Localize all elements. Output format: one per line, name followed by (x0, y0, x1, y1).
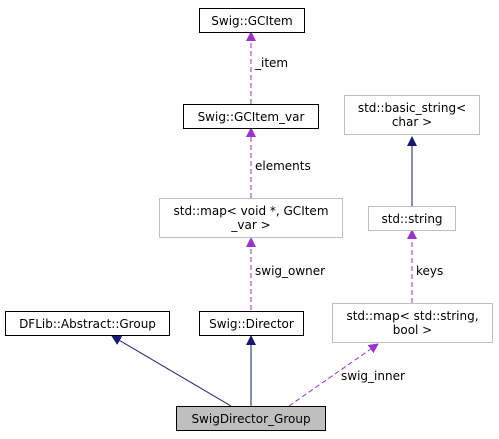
edge-label-swig-inner: swig_inner (341, 369, 405, 383)
node-std-map-void-gcitem-var-line2: _var > (231, 218, 271, 232)
edge-label-swig-owner: swig_owner (255, 264, 326, 278)
node-dflib-abstract-group[interactable]: DFLib::Abstract::Group (5, 311, 170, 336)
node-std-map-void-gcitem-var-line1: std::map< void *, GCItem (173, 204, 329, 218)
node-swig-gcitem-label: Swig::GCItem (211, 13, 293, 28)
node-swigdirector-group-label: SwigDirector_Group (191, 411, 311, 426)
node-swig-gcitem-var-label: Swig::GCItem_var (197, 109, 305, 124)
node-dflib-abstract-group-label: DFLib::Abstract::Group (19, 316, 156, 331)
node-std-string[interactable]: std::string (368, 206, 456, 231)
node-swig-gcitem-var[interactable]: Swig::GCItem_var (183, 104, 319, 129)
node-swig-director[interactable]: Swig::Director (199, 311, 304, 336)
node-swig-gcitem[interactable]: Swig::GCItem (199, 8, 305, 33)
node-swigdirector-group[interactable]: SwigDirector_Group (176, 406, 326, 431)
node-std-basic-string-line2: char > (391, 115, 433, 129)
node-std-string-label: std::string (381, 211, 443, 226)
node-std-basic-string-line1: std::basic_string< (357, 101, 467, 115)
node-std-map-string-bool-line2: bool > (392, 323, 433, 337)
node-std-map-string-bool-line1: std::map< std::string, (346, 309, 479, 323)
node-std-map-void-gcitem-var[interactable]: std::map< void *, GCItem _var > (159, 198, 343, 238)
edge-label-elements: elements (255, 159, 311, 173)
node-std-map-string-bool[interactable]: std::map< std::string, bool > (332, 303, 493, 343)
edge-swig-inner (288, 343, 379, 407)
node-swig-director-label: Swig::Director (209, 316, 294, 331)
node-std-basic-string[interactable]: std::basic_string< char > (344, 95, 480, 135)
edge-label-keys: keys (416, 264, 444, 278)
edge-group-abstract-group (111, 335, 232, 407)
edge-label-item: _item (255, 56, 289, 70)
